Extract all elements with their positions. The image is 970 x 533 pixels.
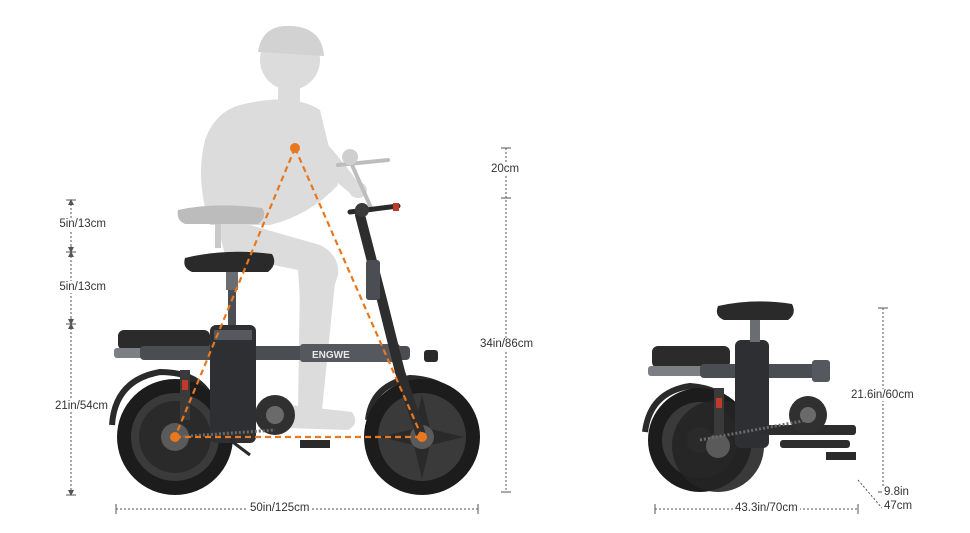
left-dimension-lines [66,199,76,496]
height-dimension-line [501,147,511,493]
total-height-label: 34in/86cm [478,338,536,350]
seat-adjust-lower-label: 5in/13cm [28,281,108,293]
wheelbase-length-label: 50in/125cm [248,502,312,514]
handlebar-adjust-label: 20cm [489,163,522,175]
frame-brand-text: ENGWE [312,350,350,361]
seat-height-label: 21in/54cm [24,400,110,412]
raised-handlebar-ghost [336,149,390,212]
folded-width-cm-label: 47cm [882,500,915,512]
ergonomic-points [170,143,427,442]
folded-length-label: 43.3in/70cm [733,502,800,514]
raised-seat-ghost [177,205,265,248]
seat-adjust-upper-label: 5in/13cm [28,218,108,230]
rider-silhouette-icon [201,25,367,430]
folded-width-in-label: 9.8in [882,486,911,498]
folded-width-line [857,479,883,509]
folded-electric-bike-icon [642,301,856,492]
ergonomic-triangle [173,147,424,439]
folded-height-label: 21.6in/60cm [849,389,916,401]
